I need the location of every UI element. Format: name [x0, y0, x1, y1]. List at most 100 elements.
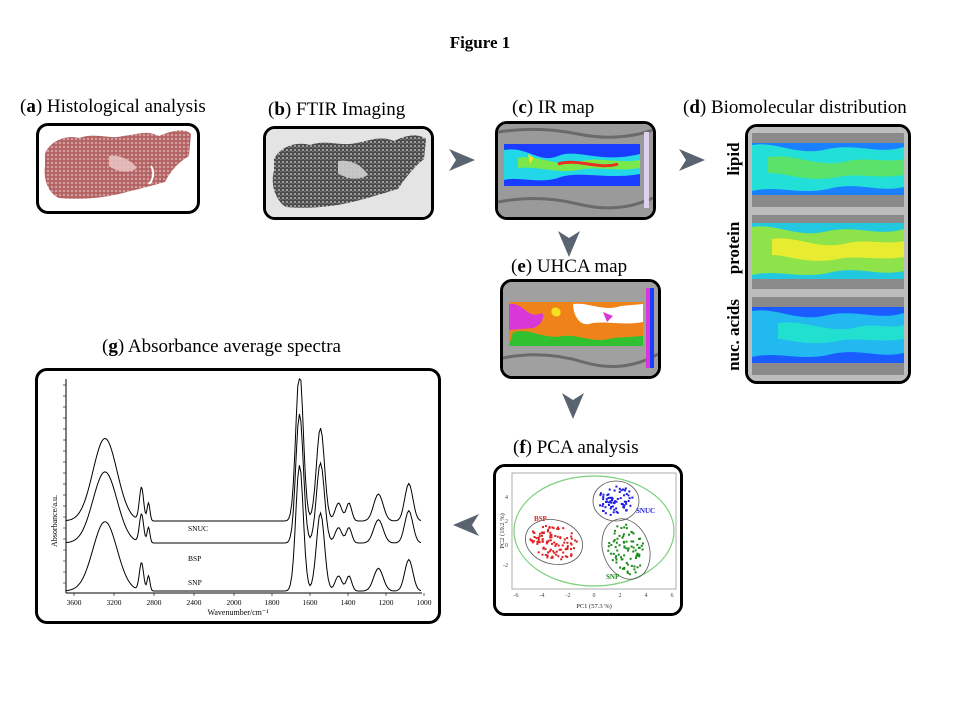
- pca-point: [632, 546, 635, 549]
- pca-point: [535, 537, 538, 540]
- pca-point: [628, 490, 631, 493]
- pca-point: [556, 535, 559, 538]
- pca-point: [602, 493, 605, 496]
- pca-point: [544, 553, 547, 556]
- pca-point: [544, 524, 547, 527]
- pca-point: [622, 540, 625, 543]
- pca-point: [626, 571, 629, 574]
- pca-point: [554, 544, 557, 547]
- pca-point: [638, 546, 641, 549]
- pca-point: [574, 539, 577, 542]
- pca-point: [607, 549, 610, 552]
- pca-point: [634, 549, 637, 552]
- uhca-map-panel: [500, 279, 661, 379]
- pca-point: [619, 566, 622, 569]
- pca-point: [549, 539, 552, 542]
- pca-point: [623, 545, 626, 548]
- pca-point: [546, 541, 549, 544]
- uhca-map-image: [503, 282, 658, 376]
- pca-point: [551, 526, 554, 529]
- ir-map-image: [498, 124, 653, 217]
- spectra-x-tick-label: 3200: [107, 598, 122, 607]
- pca-y-tick: -2: [503, 563, 508, 569]
- pca-point: [616, 497, 619, 500]
- spectra-line: [65, 378, 422, 522]
- ftir-image-panel: [263, 126, 434, 220]
- pca-point: [622, 503, 625, 506]
- pca-point: [607, 497, 610, 500]
- pca-point: [630, 564, 633, 567]
- pca-point: [604, 512, 607, 515]
- panel-f-label: (f) PCA analysis: [513, 437, 639, 458]
- spectra-y-label: Absorbance/a.u.: [50, 495, 59, 547]
- pca-point: [569, 542, 572, 545]
- pca-point: [636, 552, 639, 555]
- pca-point: [558, 548, 561, 551]
- pca-point: [566, 537, 569, 540]
- pca-point: [607, 545, 610, 548]
- pca-point: [548, 550, 551, 553]
- pca-point: [624, 501, 627, 504]
- pca-point: [632, 532, 635, 535]
- pca-point: [609, 507, 612, 510]
- pca-point: [555, 542, 558, 545]
- pca-point: [563, 538, 566, 541]
- pca-point: [537, 551, 540, 554]
- pca-point: [602, 496, 605, 499]
- pca-point: [635, 554, 638, 557]
- pca-point: [622, 535, 625, 538]
- pca-point: [615, 558, 618, 561]
- pca-point: [620, 556, 623, 559]
- pca-point: [626, 563, 629, 566]
- pca-point: [563, 541, 566, 544]
- pca-point: [553, 541, 556, 544]
- pca-point: [566, 547, 569, 550]
- pca-point: [628, 533, 631, 536]
- pca-point: [615, 507, 618, 510]
- pca-point: [541, 553, 544, 556]
- pca-point: [622, 533, 625, 536]
- pca-point: [557, 555, 560, 558]
- pca-point: [602, 510, 605, 513]
- pca-point: [549, 536, 552, 539]
- pca-point: [547, 528, 550, 531]
- pca-x-tick: -6: [514, 593, 519, 599]
- panel-g-label: (g) Absorbance average spectra: [102, 336, 341, 357]
- pca-point: [544, 548, 547, 551]
- pca-point: [604, 506, 607, 509]
- pca-point: [564, 555, 567, 558]
- pca-point: [616, 525, 619, 528]
- pca-point: [625, 509, 628, 512]
- pca-point: [611, 497, 614, 500]
- pca-point: [615, 485, 618, 488]
- pca-x-tick: 6: [671, 593, 674, 599]
- pca-point: [566, 541, 569, 544]
- pca-point: [620, 527, 623, 530]
- pca-point: [623, 566, 626, 569]
- pca-point: [623, 500, 626, 503]
- pca-y-label: PC2 (19.2 %): [499, 513, 506, 549]
- pca-group-ellipse: [525, 519, 583, 565]
- pca-point: [570, 543, 573, 546]
- pca-point: [613, 489, 616, 492]
- pca-point: [625, 561, 628, 564]
- pca-point: [633, 565, 636, 568]
- arrow-down-icon: [562, 393, 584, 419]
- pca-point: [547, 539, 550, 542]
- spectra-line: [65, 413, 422, 544]
- pca-point: [557, 528, 560, 531]
- pca-point: [612, 501, 615, 504]
- pca-point: [614, 529, 617, 532]
- pca-y-tick: 0: [505, 543, 508, 549]
- pca-point: [633, 568, 636, 571]
- row-label-lipid: lipid: [724, 142, 743, 176]
- row-label-nuc-acids: nuc. acids: [724, 299, 743, 371]
- arrow-left-icon: [453, 514, 479, 536]
- biomolecular-maps: [748, 127, 908, 381]
- pca-point: [605, 500, 608, 503]
- pca-point: [606, 494, 609, 497]
- pca-group-label: SNUC: [636, 507, 655, 515]
- pca-point: [627, 547, 630, 550]
- pca-y-tick: 2: [505, 519, 508, 525]
- pca-point: [541, 539, 544, 542]
